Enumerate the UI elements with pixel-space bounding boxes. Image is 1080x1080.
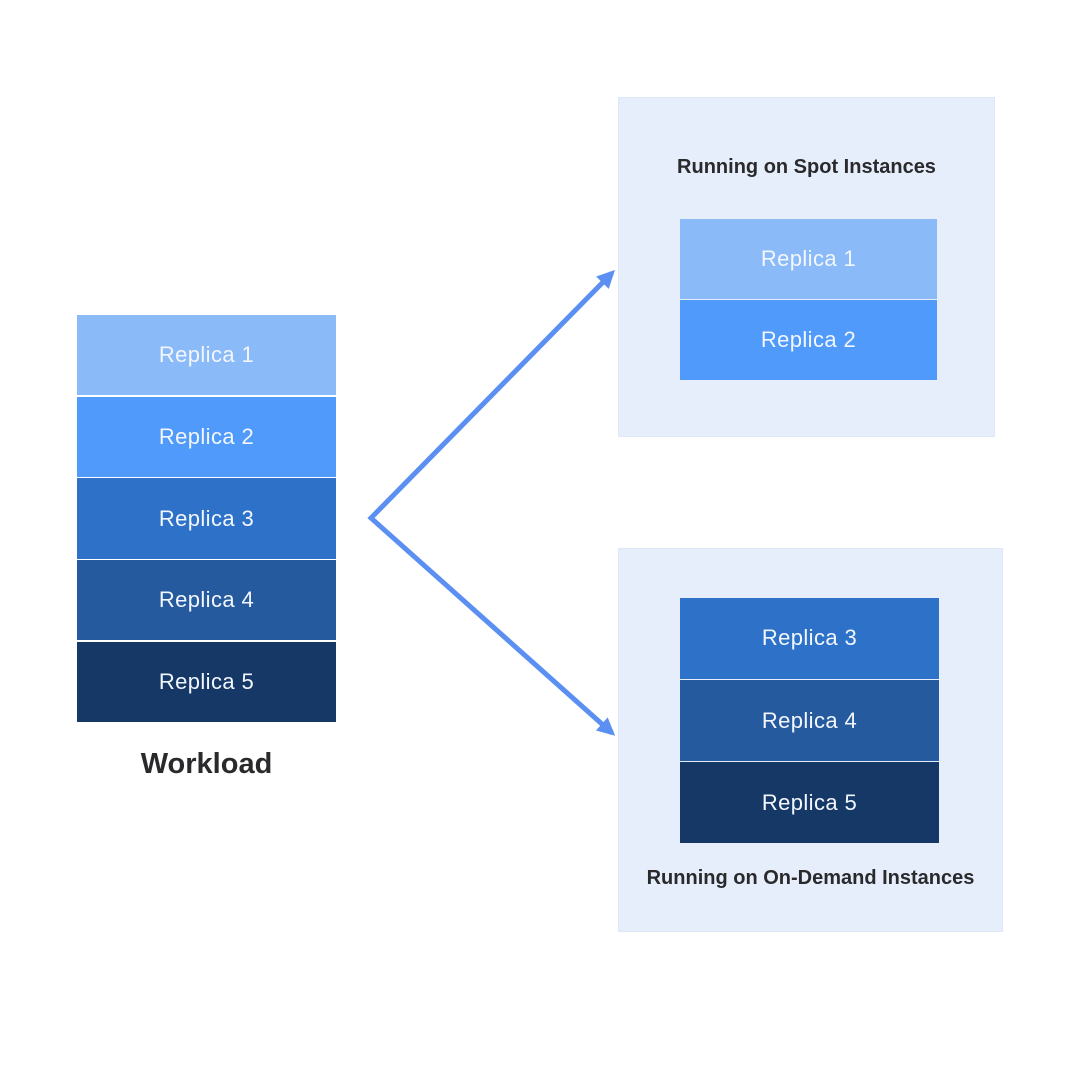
replica-label: Replica 3 (761, 625, 858, 651)
arrow-workload-to-panels (367, 270, 616, 736)
workload-title: Workload (140, 748, 273, 780)
replica-label: Replica 1 (158, 342, 255, 368)
spot-replica-1: Replica 1 (680, 219, 937, 299)
on-demand-replica-3: Replica 3 (680, 598, 939, 679)
workload-replica-3: Replica 3 (77, 478, 336, 559)
spot-instances-panel: Running on Spot Instances Replica 1 Repl… (618, 97, 995, 437)
on-demand-replica-stack: Replica 3 Replica 4 Replica 5 (680, 598, 939, 844)
workload-replica-4: Replica 4 (77, 560, 336, 641)
replica-label: Replica 1 (760, 245, 857, 271)
spot-replica-stack: Replica 1 Replica 2 (680, 219, 937, 380)
on-demand-replica-5: Replica 5 (680, 762, 939, 844)
replica-label: Replica 4 (761, 707, 858, 733)
workload-replica-5: Replica 5 (77, 641, 336, 723)
on-demand-panel-title: Running on On-Demand Instances (646, 867, 975, 889)
workload-replica-1: Replica 1 (77, 315, 336, 396)
replica-label: Replica 2 (158, 423, 255, 449)
on-demand-instances-panel: Replica 3 Replica 4 Replica 5 Running on… (618, 548, 1003, 932)
replica-label: Replica 3 (158, 505, 255, 531)
workload-stack: Replica 1 Replica 2 Replica 3 Replica 4 … (77, 315, 336, 723)
on-demand-replica-4: Replica 4 (680, 680, 939, 761)
workload-replica-2: Replica 2 (77, 396, 336, 477)
spot-panel-title: Running on Spot Instances (677, 156, 936, 178)
replica-label: Replica 2 (760, 327, 857, 353)
replica-label: Replica 4 (158, 587, 255, 613)
spot-replica-2: Replica 2 (680, 300, 937, 380)
replica-label: Replica 5 (158, 668, 255, 694)
replica-label: Replica 5 (761, 789, 858, 815)
